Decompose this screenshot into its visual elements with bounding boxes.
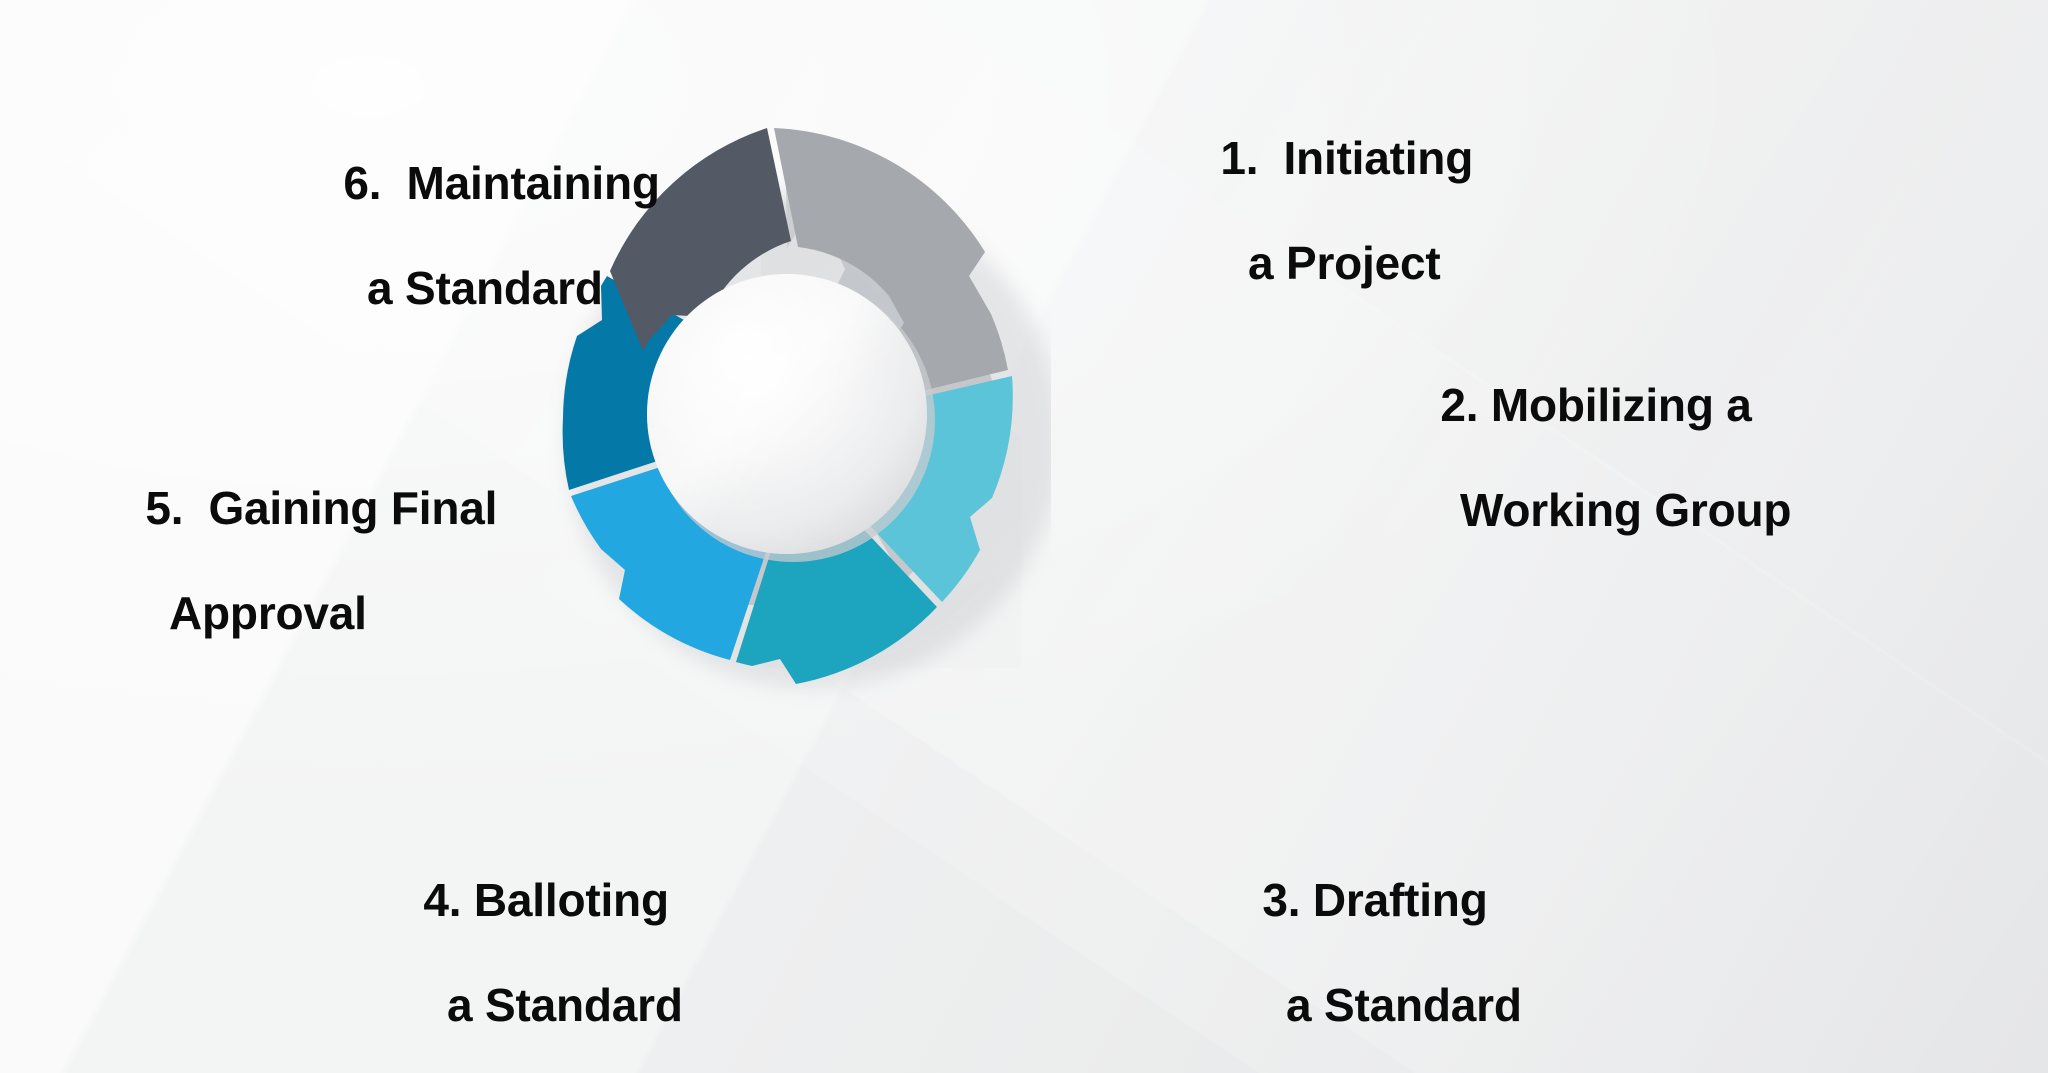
segment-1-initiating-a-project[interactable]: [774, 128, 1008, 399]
step-3-line1: Drafting: [1312, 874, 1488, 927]
step-4-line1: Balloting: [473, 874, 669, 927]
step-3-line2: a Standard: [1286, 979, 1522, 1032]
step-4-label: 4. Balloting a Standard: [373, 822, 683, 1073]
cycle-wheel: [491, 108, 1051, 708]
step-2-number: 2.: [1440, 379, 1479, 432]
step-5-label: 5. Gaining Final Approval: [95, 430, 497, 745]
step-3-label: 3. Drafting a Standard: [1212, 822, 1522, 1073]
step-5-line1: Gaining Final: [208, 482, 498, 535]
step-2-label: 2. Mobilizing a Working Group: [1390, 327, 1791, 642]
step-4-line2: a Standard: [447, 979, 683, 1032]
step-1-line1: Initiating: [1283, 132, 1474, 185]
step-1-label: 1. Initiating a Project: [1170, 80, 1473, 395]
cycle-wheel-graphic: [562, 128, 1051, 688]
step-1-number: 1.: [1220, 132, 1259, 185]
step-6-label: 6. Maintaining a Standard: [293, 105, 660, 420]
step-3-number: 3.: [1262, 874, 1301, 927]
step-4-number: 4.: [423, 874, 462, 927]
step-6-line2: a Standard: [367, 262, 603, 315]
step-6-line1: Maintaining: [406, 157, 660, 210]
step-2-line2: Working Group: [1460, 484, 1792, 537]
step-1-line2: a Project: [1248, 237, 1441, 290]
hub-sheen: [647, 274, 927, 554]
step-5-line2: Approval: [169, 587, 367, 640]
segment-6-maintaining-a-standard[interactable]: [610, 128, 791, 351]
step-6-number: 6.: [343, 157, 382, 210]
step-2-line1: Mobilizing a: [1490, 379, 1752, 432]
step-5-number: 5.: [145, 482, 184, 535]
